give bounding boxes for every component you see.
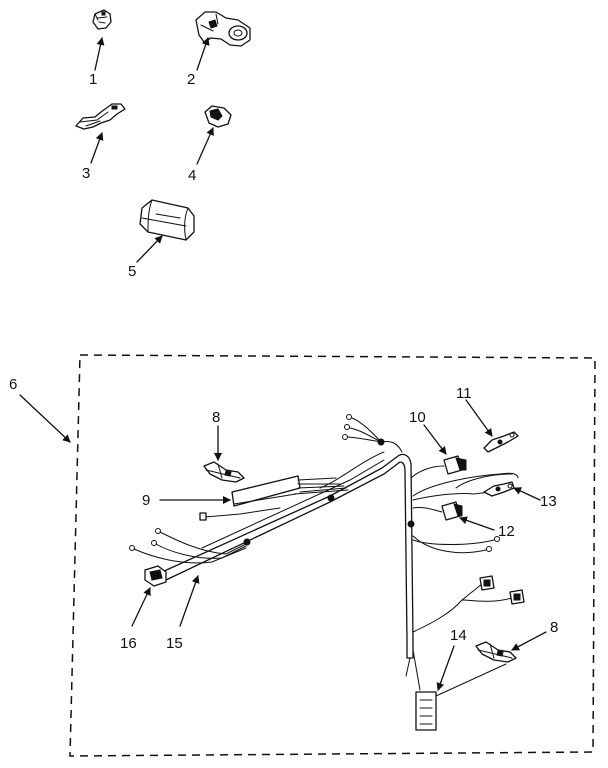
callout-5: 5 xyxy=(128,263,136,280)
part-5-sleeve xyxy=(139,199,195,241)
callout-6: 6 xyxy=(9,376,17,393)
callout-arrow-11 xyxy=(465,399,493,437)
callout-arrow-13 xyxy=(513,487,541,501)
part-8-connector-right xyxy=(475,641,517,663)
part-8-connector-left xyxy=(203,461,245,483)
callout-arrow-16 xyxy=(131,587,151,627)
callout-arrow-3 xyxy=(90,132,104,164)
part-2-clamp xyxy=(195,11,251,47)
callout-15: 15 xyxy=(166,635,183,652)
left-branch-wires xyxy=(129,507,281,564)
top-ring-terminal-wires xyxy=(319,414,403,489)
callout-arrow-8-right xyxy=(511,631,547,651)
part-13-loop-wire xyxy=(412,472,519,501)
part-9-terminal-block xyxy=(231,475,349,507)
part-14-bottom-connector xyxy=(405,639,507,731)
callout-arrow-10 xyxy=(423,424,447,455)
callout-11: 11 xyxy=(456,385,472,402)
part-11-lead-terminal xyxy=(483,431,519,453)
part-12-connector xyxy=(412,501,463,521)
callout-13: 13 xyxy=(540,493,557,510)
harness-kit-boundary xyxy=(69,354,596,757)
callout-arrow-5 xyxy=(136,235,163,263)
callout-4: 4 xyxy=(188,167,196,184)
callout-14: 14 xyxy=(450,627,467,644)
part-16-plug-connector xyxy=(144,565,167,587)
callout-1: 1 xyxy=(89,71,97,88)
callout-arrow-12 xyxy=(459,516,495,531)
callout-arrow-4 xyxy=(196,127,214,165)
part-1-clip xyxy=(92,9,112,30)
part-4-grommet xyxy=(204,105,232,128)
part-10-connector xyxy=(410,455,467,479)
callout-8-right: 8 xyxy=(550,619,558,636)
callout-16: 16 xyxy=(120,635,137,652)
right-branch-wires xyxy=(412,535,525,633)
callout-arrow-2 xyxy=(196,37,210,71)
callout-arrow-14 xyxy=(436,645,455,691)
callout-9: 9 xyxy=(142,492,150,509)
callout-12: 12 xyxy=(498,523,515,540)
callout-8-left: 8 xyxy=(212,409,220,426)
callout-3: 3 xyxy=(82,165,90,182)
callout-10: 10 xyxy=(409,409,426,426)
main-harness-trunk xyxy=(161,438,415,641)
callout-2: 2 xyxy=(187,71,195,88)
callout-arrow-1 xyxy=(94,37,105,71)
callout-arrow-6 xyxy=(19,394,71,443)
part-3-bent-clip xyxy=(75,103,126,130)
callout-arrow-15 xyxy=(179,575,200,627)
